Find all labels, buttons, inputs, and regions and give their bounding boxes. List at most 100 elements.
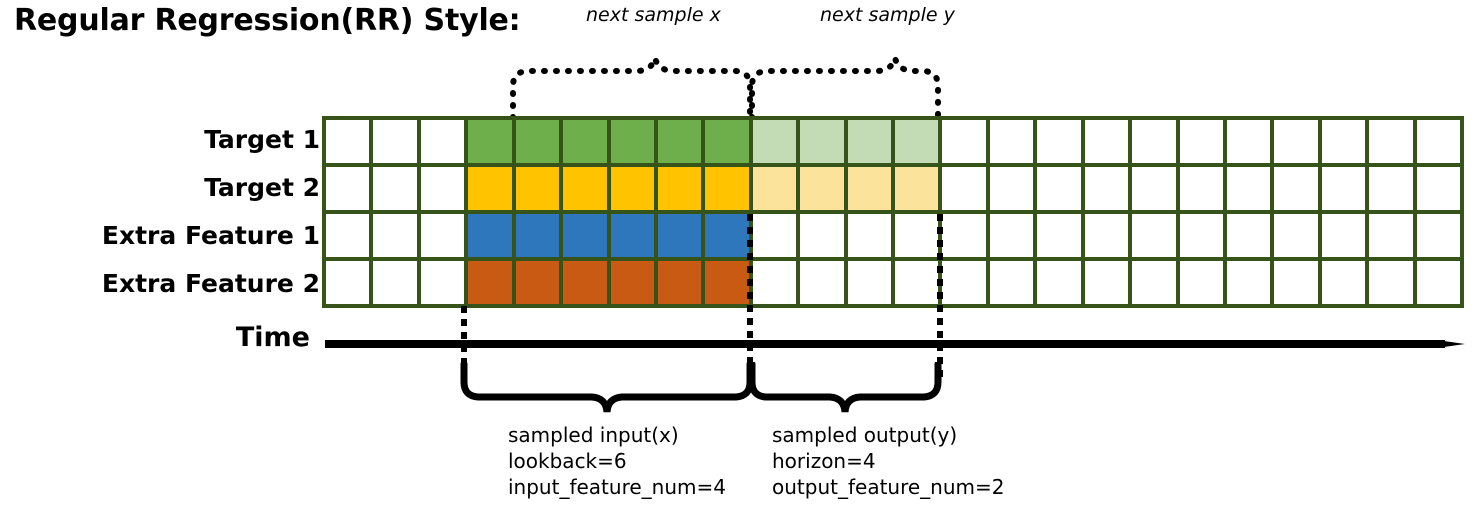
- grid-cell-input: [468, 120, 516, 163]
- next-sample-x-label: next sample x: [586, 4, 721, 26]
- grid-cell-input: [610, 261, 658, 304]
- grid-cell-empty: [1369, 167, 1417, 210]
- grid-cell-output: [752, 120, 801, 163]
- grid-cell-empty: [1274, 167, 1322, 210]
- grid-cell-empty: [989, 261, 1038, 304]
- grid-cell-input: [705, 261, 753, 304]
- grid-cell-input: [563, 261, 611, 304]
- grid-cell-empty: [1037, 167, 1085, 210]
- grid-cell-input: [468, 214, 516, 257]
- grid-cell-output: [895, 120, 943, 163]
- bottom-braces: [460, 362, 942, 413]
- timeseries-grid: [322, 116, 1464, 308]
- grid-cell-empty: [752, 214, 801, 257]
- grid-cell-empty: [989, 167, 1038, 210]
- grid-cell-empty: [895, 261, 943, 304]
- grid-cell-input: [515, 214, 564, 257]
- grid-cell-input: [657, 261, 706, 304]
- row-label-target-1: Target 1: [204, 125, 320, 154]
- grid-cell-input: [657, 120, 706, 163]
- grid-cell-empty: [1321, 167, 1370, 210]
- row-label-extra-feature-2: Extra Feature 2: [101, 269, 320, 298]
- grid-cell-empty: [1369, 261, 1417, 304]
- grid-cell-input: [610, 167, 658, 210]
- grid-cell-empty: [1416, 261, 1461, 304]
- grid-cell-input: [515, 120, 564, 163]
- grid-cell-input: [468, 167, 516, 210]
- grid-cell-empty: [373, 261, 421, 304]
- grid-cell-empty: [373, 214, 421, 257]
- grid-cell-empty: [420, 214, 469, 257]
- grid-cell-empty: [1321, 120, 1370, 163]
- grid-cell-input: [563, 120, 611, 163]
- grid-row: [326, 120, 1461, 167]
- grid-cell-empty: [1084, 214, 1133, 257]
- caption-output-line2: horizon=4: [772, 449, 876, 473]
- grid-cell-empty: [1179, 214, 1228, 257]
- grid-cell-empty: [326, 261, 374, 304]
- grid-cell-empty: [1037, 261, 1085, 304]
- grid-cell-empty: [1179, 167, 1228, 210]
- grid-cell-empty: [1227, 261, 1275, 304]
- grid-cell-empty: [1132, 214, 1180, 257]
- grid-cell-empty: [1227, 167, 1275, 210]
- grid-cell-input: [657, 167, 706, 210]
- grid-cell-input: [563, 214, 611, 257]
- grid-cell-input: [705, 167, 753, 210]
- grid-cell-empty: [326, 214, 374, 257]
- grid-cell-empty: [1416, 167, 1461, 210]
- grid-cell-input: [515, 167, 564, 210]
- grid-cell-empty: [1132, 120, 1180, 163]
- grid-cell-empty: [1416, 214, 1461, 257]
- grid-cell-empty: [989, 120, 1038, 163]
- grid-cell-empty: [1084, 261, 1133, 304]
- grid-cell-empty: [420, 261, 469, 304]
- grid-cell-output: [752, 167, 801, 210]
- grid-cell-empty: [847, 261, 896, 304]
- grid-cell-empty: [373, 120, 421, 163]
- grid-cell-empty: [1369, 214, 1417, 257]
- grid-cell-input: [610, 214, 658, 257]
- grid-cell-empty: [752, 261, 801, 304]
- row-label-target-2: Target 2: [204, 173, 320, 202]
- grid-cell-empty: [800, 214, 848, 257]
- grid-cell-empty: [420, 120, 469, 163]
- row-label-extra-feature-1: Extra Feature 1: [101, 221, 320, 250]
- grid-cell-input: [705, 120, 753, 163]
- guide-line-input-start: [461, 306, 467, 378]
- grid-cell-empty: [989, 214, 1038, 257]
- grid-cell-output: [895, 167, 943, 210]
- grid-cell-empty: [1274, 214, 1322, 257]
- grid-cell-empty: [800, 261, 848, 304]
- grid-cell-empty: [1274, 120, 1322, 163]
- grid-cell-empty: [1037, 120, 1085, 163]
- grid-cell-empty: [1132, 167, 1180, 210]
- grid-cell-output: [800, 167, 848, 210]
- grid-cell-empty: [1037, 214, 1085, 257]
- grid-cell-empty: [847, 214, 896, 257]
- grid-cell-empty: [420, 167, 469, 210]
- grid-cell-empty: [942, 261, 990, 304]
- grid-cell-empty: [1084, 120, 1133, 163]
- grid-cell-input: [657, 214, 706, 257]
- grid-cell-empty: [326, 120, 374, 163]
- brace-next-sample-y: [749, 57, 941, 120]
- brace-next-sample-x: [510, 57, 753, 120]
- grid-cell-empty: [1416, 120, 1461, 163]
- grid-cell-empty: [1321, 261, 1370, 304]
- grid-cell-output: [847, 167, 896, 210]
- caption-input-line1: sampled input(x): [508, 423, 679, 447]
- grid-cell-empty: [1132, 261, 1180, 304]
- grid-row: [326, 214, 1461, 261]
- grid-cell-empty: [1227, 120, 1275, 163]
- grid-row: [326, 261, 1461, 304]
- grid-cell-input: [468, 261, 516, 304]
- grid-row: [326, 167, 1461, 214]
- time-axis-arrow: [325, 340, 1465, 348]
- grid-cell-empty: [1369, 120, 1417, 163]
- grid-cell-empty: [942, 167, 990, 210]
- grid-cell-empty: [942, 214, 990, 257]
- caption-sampled-input: sampled input(x) lookback=6 input_featur…: [508, 422, 726, 500]
- grid-cell-input: [705, 214, 753, 257]
- caption-input-line2: lookback=6: [508, 449, 627, 473]
